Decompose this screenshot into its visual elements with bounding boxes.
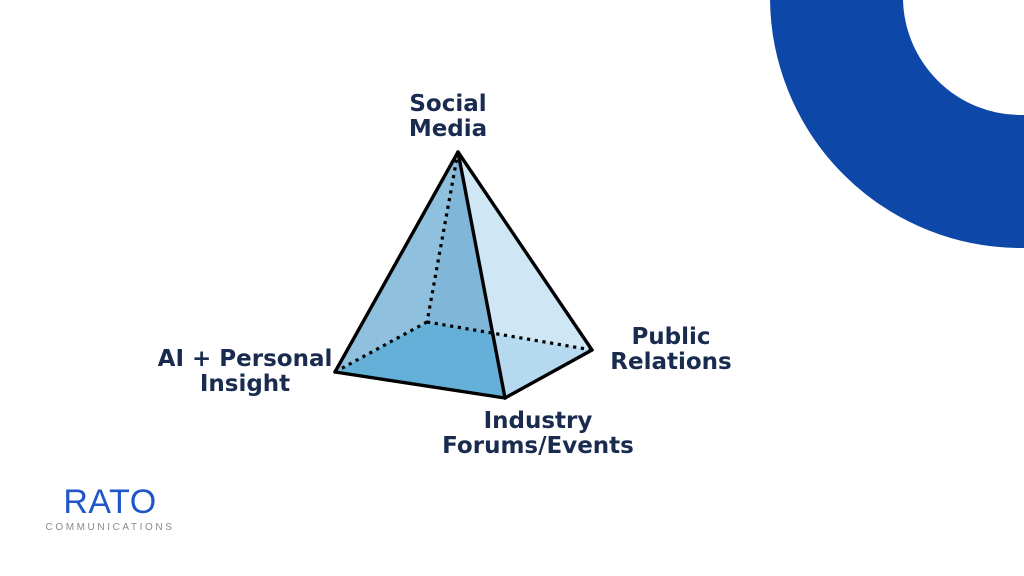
edge-left-front: [333, 370, 507, 400]
label-public-relations-line1: Public: [631, 324, 711, 350]
logo-wordmark: RATO: [63, 483, 157, 521]
pyramid-edges-solid: [333, 150, 594, 400]
label-public-relations: Public Relations: [561, 325, 781, 375]
pyramid-edges-hidden: [334, 151, 593, 374]
edge-apex-right: [456, 150, 594, 352]
pyramid-face-right-lower: [492, 333, 592, 398]
label-public-relations-line2: Relations: [610, 349, 732, 375]
logo-rato: RATO COMMUNICATIONS: [40, 484, 180, 533]
label-ai-personal-insight-line1: AI + Personal: [157, 346, 333, 372]
label-industry-forums-events-line1: Industry: [483, 408, 593, 434]
edge-apex-front: [456, 150, 507, 400]
logo-subtitle: COMMUNICATIONS: [45, 522, 175, 533]
label-social-media-line2: Media: [408, 116, 488, 142]
edge-back-left: [334, 320, 428, 374]
label-ai-personal-insight: AI + Personal Insight: [135, 347, 355, 397]
label-ai-personal-insight-line2: Insight: [199, 371, 291, 397]
label-social-media: Social Media: [338, 92, 558, 142]
edge-front-right: [503, 348, 594, 400]
pyramid-face-base: [335, 322, 505, 398]
edge-apex-back: [425, 151, 460, 323]
pyramid-face-left-inner: [427, 152, 493, 334]
label-social-media-line1: Social: [409, 91, 487, 117]
label-industry-forums-events-line2: Forums/Events: [442, 433, 634, 459]
brand-arc-ring: [770, 0, 1024, 248]
label-industry-forums-events: Industry Forums/Events: [428, 409, 648, 459]
edge-apex-left: [333, 150, 460, 374]
